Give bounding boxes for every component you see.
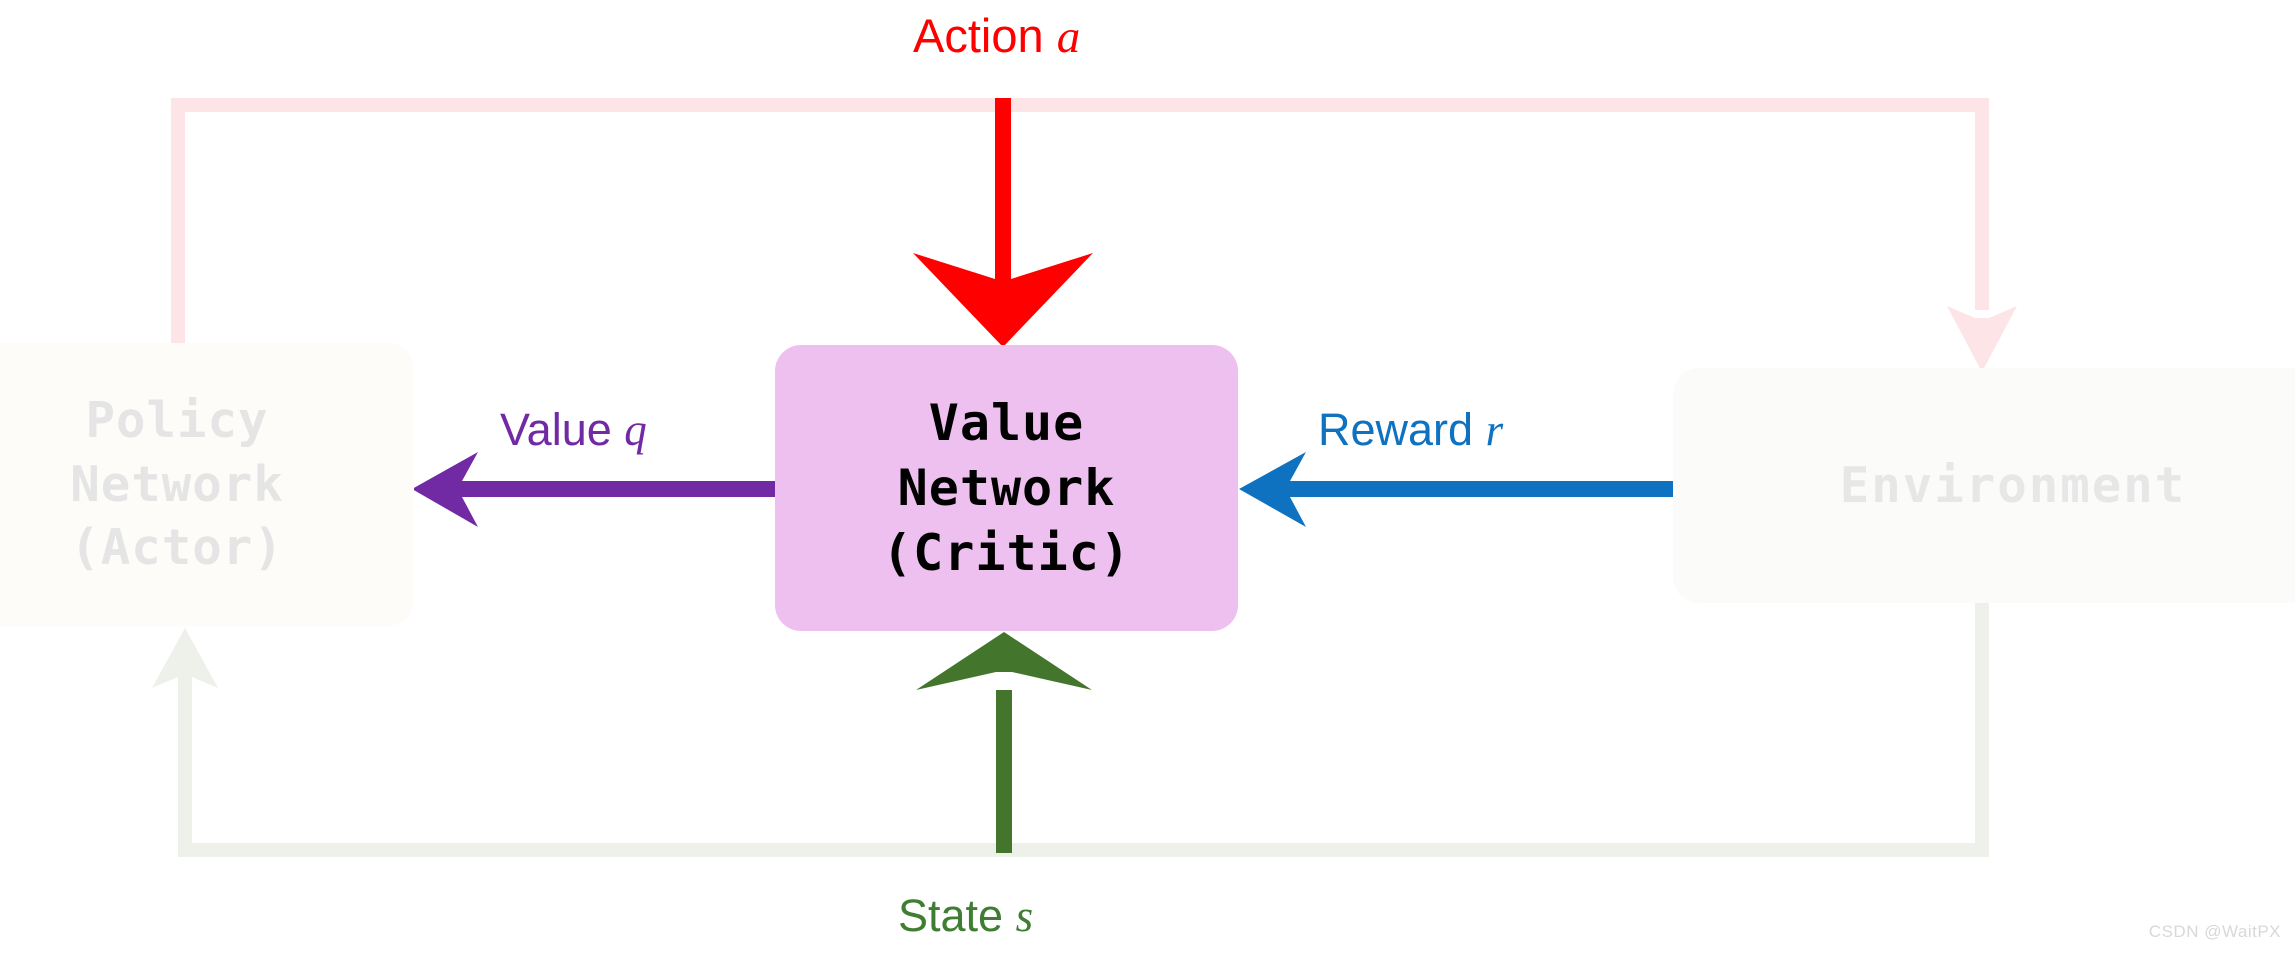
faded-state-stub-right xyxy=(1975,600,1989,848)
edge-label-action: Action a xyxy=(913,8,1080,64)
value-arrow-shaft xyxy=(460,481,790,497)
node-value-line-3: (Critic) xyxy=(882,523,1131,582)
node-environment[interactable]: Environment xyxy=(1673,368,2295,603)
reward-arrowhead xyxy=(1239,452,1306,527)
edge-label-value: Value q xyxy=(500,404,647,456)
action-arrow xyxy=(913,98,1093,347)
action-arrowhead xyxy=(913,253,1093,347)
reward-arrow-shaft xyxy=(1290,481,1690,497)
watermark: CSDN @WaitPX xyxy=(2148,922,2281,941)
value-arrowhead xyxy=(412,452,478,527)
action-arrow-shaft xyxy=(995,98,1011,311)
value-arrow xyxy=(412,452,790,527)
faded-state-stub-left xyxy=(178,660,192,857)
edge-label-reward: Reward r xyxy=(1318,404,1503,456)
faded-state-path-group xyxy=(152,600,1989,857)
node-value-network-critic[interactable]: Value Network (Critic) xyxy=(775,345,1238,631)
node-environment-line-1: Environment xyxy=(1839,456,2187,514)
edge-label-action-symbol: a xyxy=(1056,11,1081,63)
node-policy-line-1: Policy xyxy=(85,391,269,449)
state-arrow xyxy=(916,632,1092,853)
edge-label-state-text: State xyxy=(898,890,1004,941)
node-value-line-1: Value xyxy=(928,393,1085,452)
faded-action-arrowhead xyxy=(1947,306,2017,372)
node-value-line-2: Network xyxy=(897,458,1116,517)
state-arrow-shaft xyxy=(996,690,1012,853)
edge-label-action-text: Action xyxy=(913,9,1044,62)
faded-action-stub-right xyxy=(1975,98,1989,310)
edge-label-reward-symbol: r xyxy=(1485,405,1504,455)
faded-action-path-group xyxy=(171,98,2017,372)
node-policy-line-2: Network xyxy=(70,455,284,513)
faded-state-bottom-run xyxy=(178,843,1989,857)
edge-label-reward-text: Reward xyxy=(1318,404,1474,455)
node-policy-network-actor[interactable]: Policy Network (Actor) xyxy=(0,343,414,626)
state-arrowhead xyxy=(916,632,1092,690)
faded-action-top-run xyxy=(171,98,1989,112)
edge-label-state-symbol: s xyxy=(1015,891,1034,941)
edge-label-value-symbol: q xyxy=(624,405,647,455)
edge-label-state: State s xyxy=(898,890,1033,942)
faded-action-stub-left xyxy=(171,98,185,348)
reward-arrow xyxy=(1239,452,1690,527)
node-policy-line-3: (Actor) xyxy=(70,519,284,577)
edge-label-value-text: Value xyxy=(500,404,612,455)
faded-state-arrowhead xyxy=(152,628,218,688)
